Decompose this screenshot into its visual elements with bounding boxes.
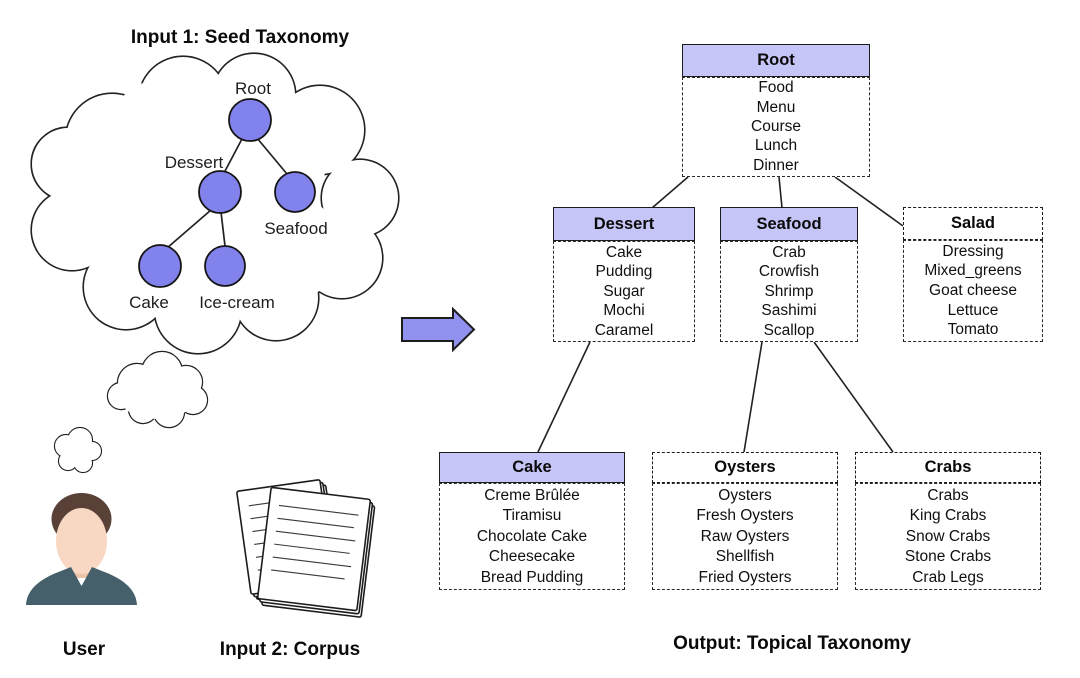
avatar-shirt xyxy=(26,567,137,605)
taxonomy-term: Crab Legs xyxy=(912,568,984,586)
tree-label-seafood: Seafood xyxy=(264,219,327,238)
taxonomy-term: Crabs xyxy=(927,486,969,504)
taxonomy-term: Mochi xyxy=(603,302,645,319)
taxonomy-box-cake: Cake Creme Brûlée Tiramisu Chocolate Cak… xyxy=(439,452,625,590)
input1-title: Input 1: Seed Taxonomy xyxy=(130,27,350,48)
taxonomy-term: Snow Crabs xyxy=(905,527,991,545)
taxonomy-term: Mixed_greens xyxy=(924,262,1022,280)
taxonomy-term: Chocolate Cake xyxy=(476,527,588,545)
taxonomy-term: Raw Oysters xyxy=(700,527,790,545)
taxonomy-term: Scallop xyxy=(763,321,815,339)
tree-node-root xyxy=(228,98,272,142)
corpus-documents-icon xyxy=(236,479,376,618)
taxonomy-box-dessert: Dessert Cake Pudding Sugar Mochi Caramel xyxy=(553,207,695,342)
edge-root-seafood xyxy=(778,176,783,209)
avatar-face xyxy=(56,508,107,574)
taxonomy-box-salad: Salad Dressing Mixed_greens Goat cheese … xyxy=(903,207,1043,342)
taxonomy-term: Fresh Oysters xyxy=(696,507,794,524)
taxonomy-term: Cheesecake xyxy=(488,548,576,565)
tree-node-dessert xyxy=(198,170,242,214)
tree-label-icecream: Ice-cream xyxy=(199,293,275,312)
taxonomy-term: Crab xyxy=(772,243,806,261)
tree-node-icecream xyxy=(204,245,246,287)
seed-tree-edges xyxy=(166,136,288,249)
taxonomy-box-header: Dessert xyxy=(553,207,695,241)
taxonomy-term: Cake xyxy=(605,243,643,261)
taxonomy-term: Dinner xyxy=(753,156,799,174)
taxonomy-term: Fried Oysters xyxy=(698,568,792,586)
seed-edge-root-dessert xyxy=(223,136,244,174)
taxonomy-box-header: Salad xyxy=(903,207,1043,240)
taxonomy-box-crabs: Crabs Crabs King Crabs Snow Crabs Stone … xyxy=(855,452,1041,590)
seed-taxonomy-cloud-icon xyxy=(30,52,400,355)
taxonomy-box-header: Oysters xyxy=(652,452,838,483)
thought-bubble-medium-icon xyxy=(106,350,209,429)
output-tree-edges xyxy=(537,176,904,453)
transform-arrow-icon xyxy=(401,306,476,353)
tree-label-dessert: Dessert xyxy=(165,153,224,172)
user-label: User xyxy=(62,639,106,660)
taxonomy-term: Bread Pudding xyxy=(480,568,584,586)
output-title: Output: Topical Taxonomy xyxy=(673,633,911,654)
taxonomy-term: Sugar xyxy=(603,282,645,300)
taxonomy-term: Creme Brûlée xyxy=(484,486,580,504)
taxonomy-box-header: Seafood xyxy=(720,207,858,241)
seed-edge-root-seafood xyxy=(256,137,288,175)
taxonomy-term: Tomato xyxy=(947,321,999,339)
taxonomy-term: Shellfish xyxy=(715,548,775,565)
taxonomy-box-root: Root Food Menu Course Lunch Dinner xyxy=(682,44,870,177)
taxonomy-box-header: Cake xyxy=(439,452,625,483)
taxonomy-term: Sashimi xyxy=(761,302,817,319)
taxonomy-term: Crowfish xyxy=(758,263,820,280)
edge-root-salad xyxy=(834,176,904,227)
taxonomy-term: Stone Crabs xyxy=(904,548,992,565)
taxonomy-term: King Crabs xyxy=(909,507,987,524)
input2-title: Input 2: Corpus xyxy=(219,639,361,660)
taxonomy-term: Dressing xyxy=(942,242,1004,260)
tree-label-cake: Cake xyxy=(129,293,169,312)
taxonomy-term: Shrimp xyxy=(764,282,814,300)
taxonomy-term: Food xyxy=(758,79,794,97)
taxonomy-term: Caramel xyxy=(594,321,654,339)
edge-seafood-oysters xyxy=(743,341,763,453)
taxonomy-term: Tiramisu xyxy=(502,507,562,524)
taxonomy-box-header: Root xyxy=(682,44,870,77)
taxonomy-term: Goat cheese xyxy=(929,281,1017,299)
taxonomy-term: Lettuce xyxy=(947,301,999,319)
tree-node-seafood xyxy=(274,171,316,213)
edge-dessert-cake xyxy=(537,341,591,453)
taxonomy-term: Lunch xyxy=(754,137,798,155)
taxonomy-term: Pudding xyxy=(595,263,653,280)
taxonomy-box-seafood: Seafood Crab Crowfish Shrimp Sashimi Sca… xyxy=(720,207,858,342)
tree-label-root: Root xyxy=(235,79,271,98)
taxonomy-box-header: Crabs xyxy=(855,452,1041,483)
taxonomy-term: Menu xyxy=(756,98,796,116)
thought-bubble-small-icon xyxy=(53,426,103,474)
taxonomy-box-oysters: Oysters Oysters Fresh Oysters Raw Oyster… xyxy=(652,452,838,590)
seed-edge-dessert-cake xyxy=(166,209,212,249)
user-avatar xyxy=(26,493,137,605)
edge-root-dessert xyxy=(651,176,689,209)
edge-seafood-crabs xyxy=(813,341,894,453)
taxonomy-term: Course xyxy=(751,117,801,135)
tree-node-cake xyxy=(138,244,182,288)
seed-edge-dessert-icecream xyxy=(220,211,226,247)
taxonomy-term: Oysters xyxy=(718,486,772,504)
